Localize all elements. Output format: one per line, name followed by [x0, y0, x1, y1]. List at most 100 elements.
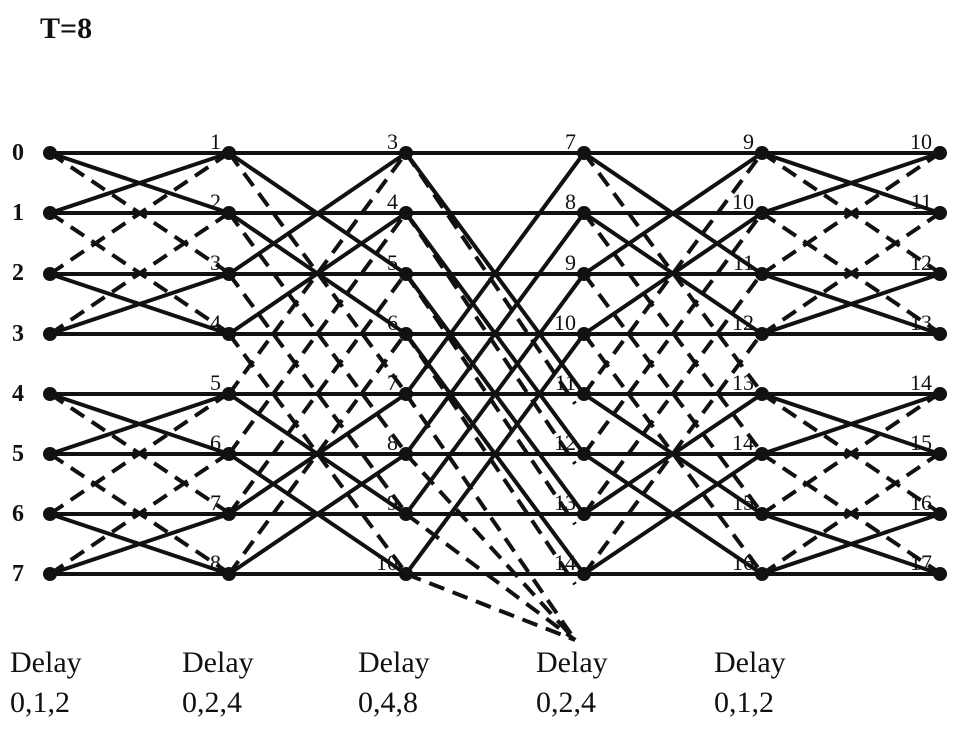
trellis-node: [933, 447, 947, 461]
trellis-node: [933, 567, 947, 581]
node-label: 10: [910, 129, 932, 154]
trellis-node: [933, 267, 947, 281]
row-label-7: 7: [12, 561, 24, 587]
node-label: 12: [732, 310, 754, 335]
node-label: 11: [733, 250, 754, 275]
node-label: 12: [554, 430, 576, 455]
row-label-1: 1: [12, 200, 24, 226]
trellis-node: [399, 447, 413, 461]
edge-cross: [227, 211, 408, 336]
node-label: 7: [565, 129, 576, 154]
trellis-node: [399, 267, 413, 281]
trellis-node: [577, 387, 591, 401]
delay-values-3: 0,4,8: [358, 686, 418, 719]
node-label: 6: [387, 310, 398, 335]
trellis-node: [399, 206, 413, 220]
node-label: 13: [910, 310, 932, 335]
trellis-node: [577, 447, 591, 461]
trellis-node: [755, 327, 769, 341]
edge-cross: [582, 452, 764, 576]
node-label: 13: [554, 490, 576, 515]
trellis-node: [577, 327, 591, 341]
node-label: 9: [565, 250, 576, 275]
edge-cross: [582, 151, 764, 276]
node-label: 17: [910, 550, 932, 575]
edge-cross: [761, 151, 941, 215]
node-label: 2: [210, 189, 221, 214]
edge-cross: [404, 272, 586, 516]
edge-cross: [227, 392, 408, 516]
node-label: 16: [732, 550, 754, 575]
delay-word-5: Delay: [714, 646, 786, 679]
trellis-node: [43, 146, 57, 160]
trellis-node: [222, 327, 236, 341]
row-label-6: 6: [12, 501, 24, 527]
node-label: 7: [210, 490, 221, 515]
trellis-node: [933, 327, 947, 341]
trellis-node: [755, 567, 769, 581]
node-label: 4: [210, 310, 221, 335]
node-label: 16: [910, 490, 932, 515]
node-label: 13: [732, 370, 754, 395]
node-label: 11: [911, 189, 932, 214]
row-label-5: 5: [12, 441, 24, 467]
node-label: 5: [387, 250, 398, 275]
node-label: 5: [210, 370, 221, 395]
row-label-3: 3: [12, 321, 24, 347]
node-label: 9: [387, 490, 398, 515]
trellis-node: [755, 507, 769, 521]
edge-dashed: [404, 392, 577, 642]
trellis-node: [222, 567, 236, 581]
trellis-node: [222, 146, 236, 160]
trellis-node: [577, 507, 591, 521]
trellis-node: [577, 567, 591, 581]
node-label: 7: [387, 370, 398, 395]
node-label: 6: [210, 430, 221, 455]
delay-word-2: Delay: [182, 646, 254, 679]
delay-labels: Delay 0,1,2 Delay 0,2,4 Delay 0,4,8 Dela…: [10, 646, 786, 719]
edge-cross: [49, 151, 230, 215]
row-label-2: 2: [12, 260, 24, 286]
trellis-node: [577, 146, 591, 160]
trellis-node: [222, 387, 236, 401]
node-label: 10: [376, 550, 398, 575]
node-label: 3: [210, 250, 221, 275]
node-label: 14: [910, 370, 932, 395]
trellis-node: [755, 387, 769, 401]
trellis-node: [755, 267, 769, 281]
trellis-node: [222, 507, 236, 521]
delay-word-4: Delay: [536, 646, 608, 679]
edge-cross: [582, 211, 764, 336]
trellis-node: [43, 567, 57, 581]
node-labels: 1234567834567891078910111213149101112131…: [210, 129, 932, 575]
trellis-node: [933, 507, 947, 521]
edge-cross: [49, 272, 230, 336]
solid-edges: [49, 151, 941, 576]
trellis-node: [577, 206, 591, 220]
edge-cross: [761, 272, 941, 336]
trellis-node: [43, 206, 57, 220]
edge-cross: [404, 151, 586, 396]
delay-word-1: Delay: [10, 646, 82, 679]
edge-cross: [761, 392, 941, 456]
edge-dashed: [404, 512, 577, 642]
trellis-node: [399, 327, 413, 341]
trellis-node: [43, 327, 57, 341]
trellis-node: [755, 447, 769, 461]
trellis-node: [399, 567, 413, 581]
trellis-node: [43, 267, 57, 281]
trellis-node: [577, 267, 591, 281]
row-label-0: 0: [12, 140, 24, 166]
delay-values-1: 0,1,2: [10, 686, 70, 719]
trellis-node: [399, 146, 413, 160]
edge-cross: [404, 332, 586, 576]
edge-cross: [49, 392, 230, 456]
node-label: 3: [387, 129, 398, 154]
trellis-node: [43, 387, 57, 401]
edge-cross: [49, 512, 230, 576]
node-label: 10: [554, 310, 576, 335]
node-label: 8: [565, 189, 576, 214]
trellis-node: [222, 447, 236, 461]
edge-cross: [582, 392, 764, 516]
